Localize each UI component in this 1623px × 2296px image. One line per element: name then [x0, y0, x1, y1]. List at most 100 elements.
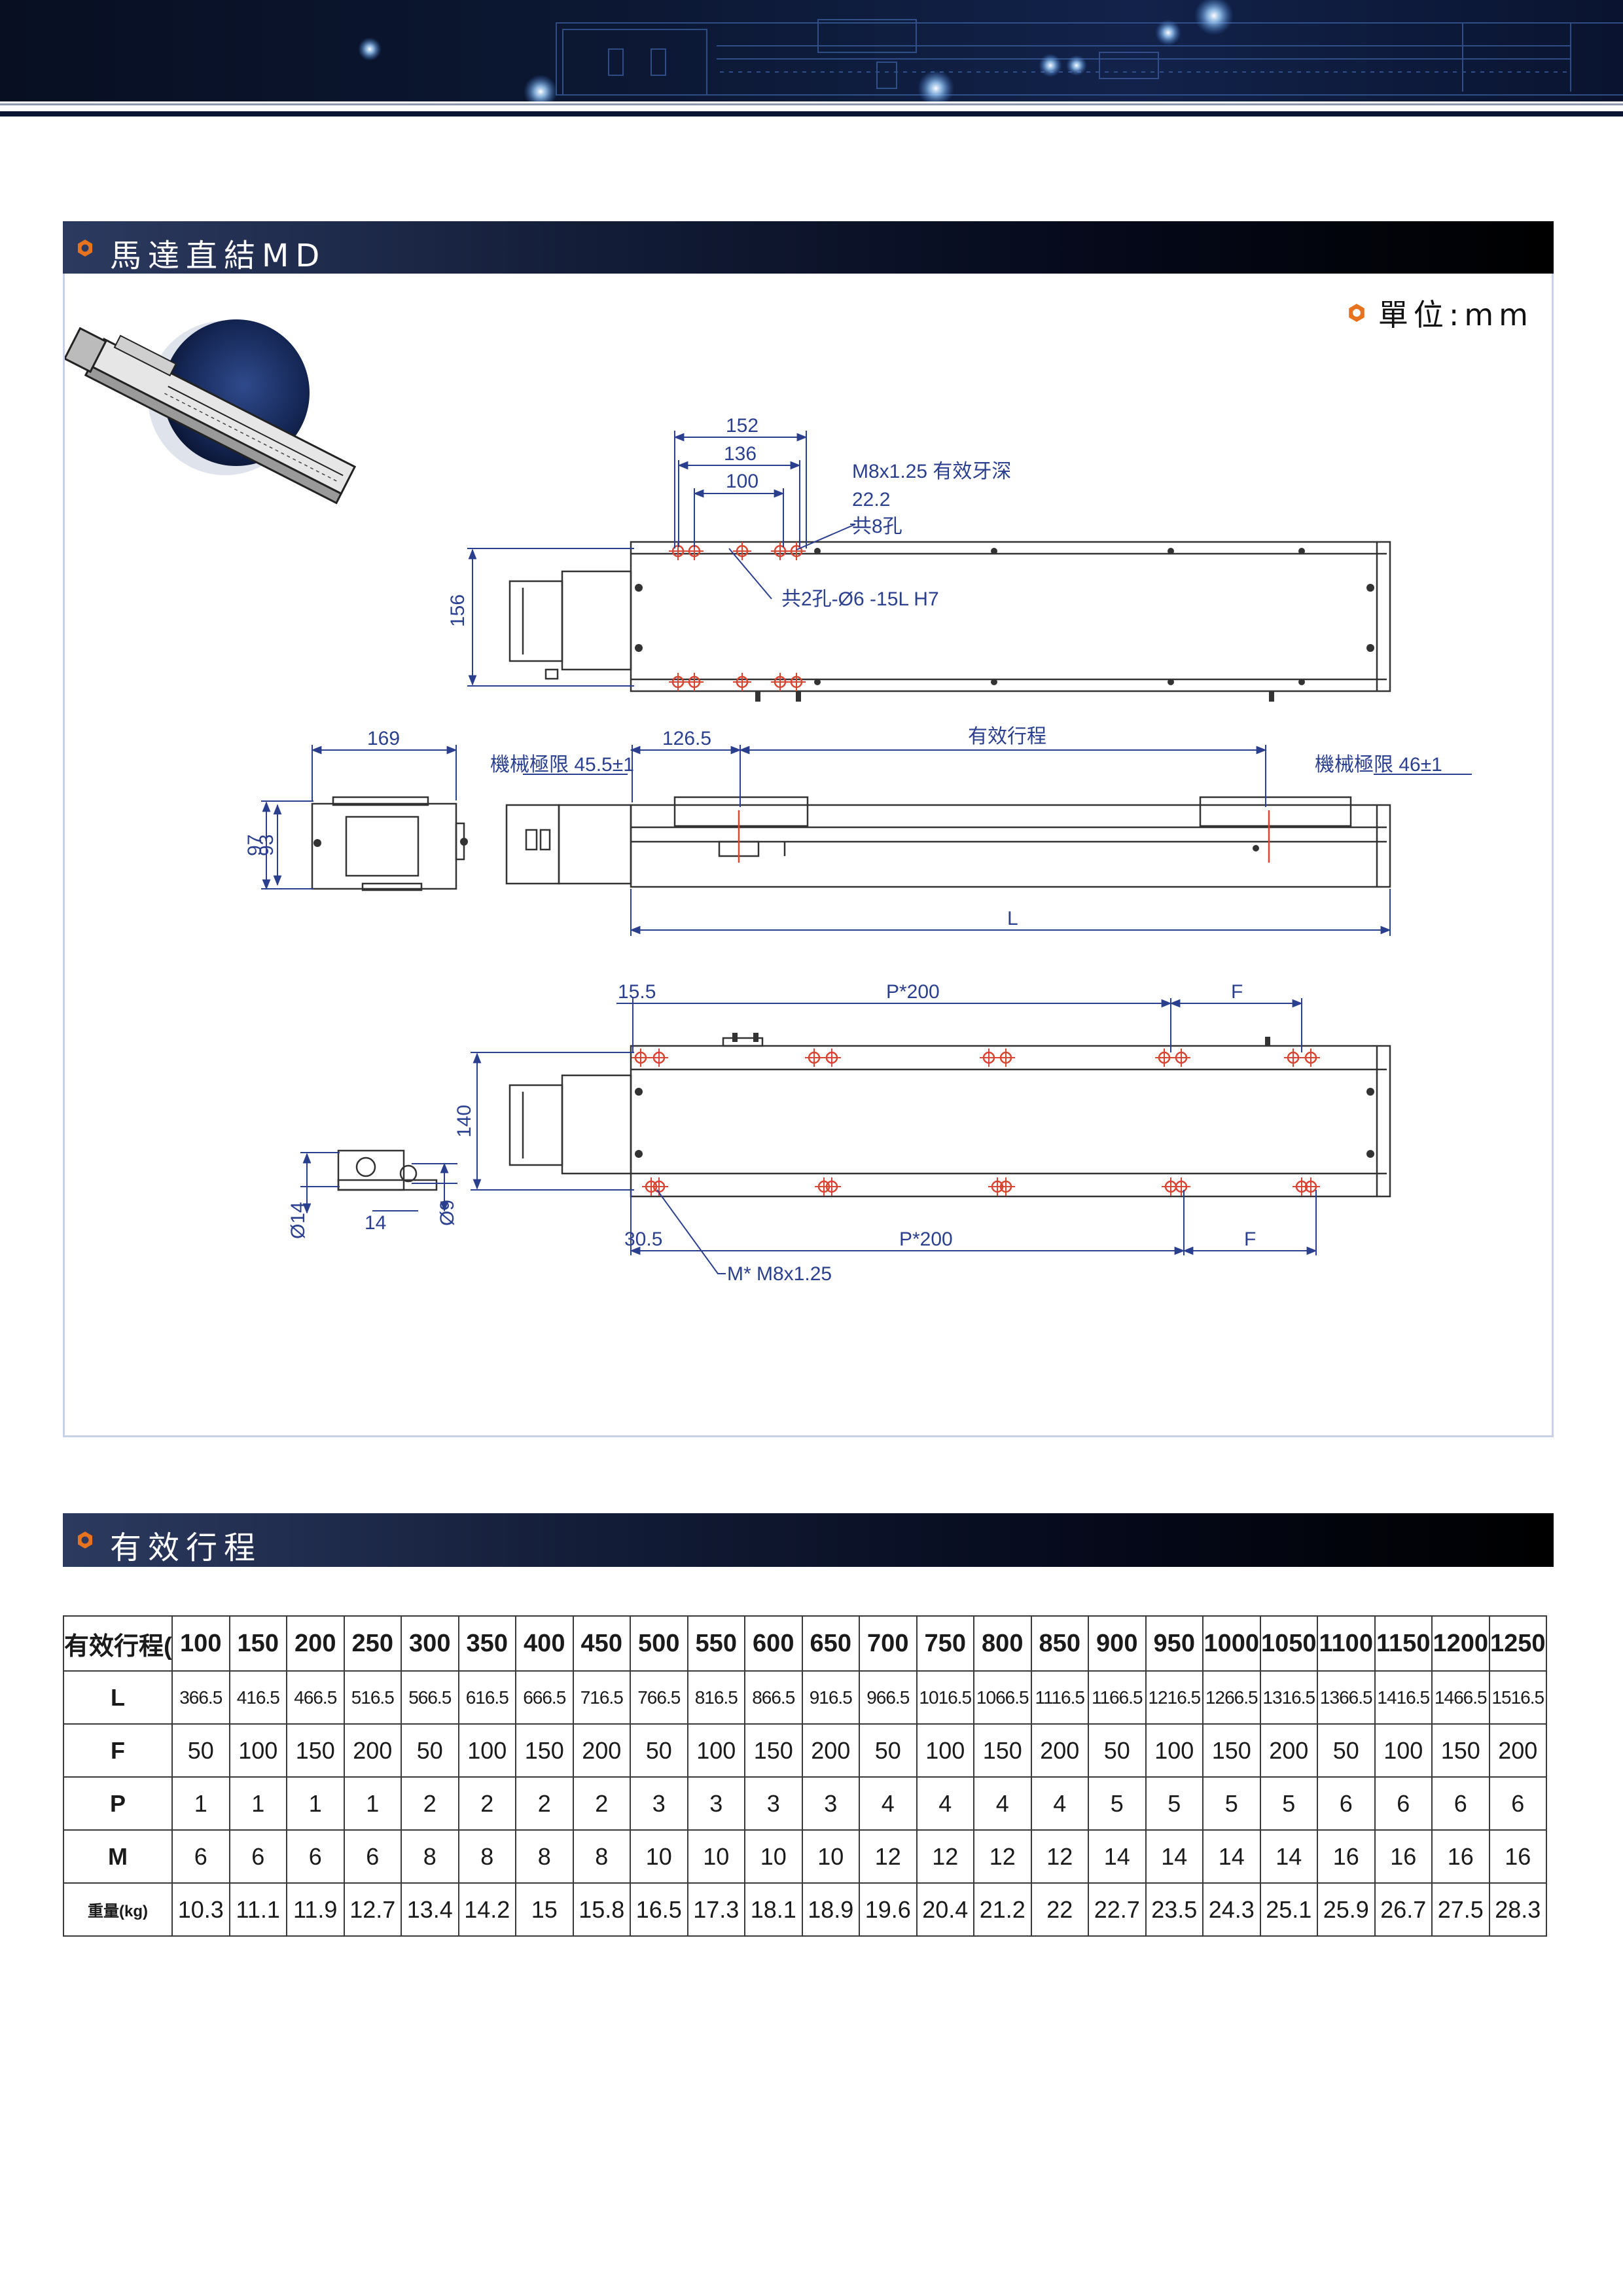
table-cell: 1	[228, 1776, 287, 1831]
table-cell: 12	[973, 1829, 1032, 1884]
banner-divider-light	[0, 103, 1623, 105]
dim-p200-bottom: P*200	[899, 1229, 953, 1250]
table-cell: 6	[171, 1829, 230, 1884]
table-cell: 150	[1202, 1723, 1261, 1778]
dim-14: 14	[365, 1212, 386, 1234]
table-cell: 3	[687, 1776, 745, 1831]
table-cell: 13.4	[401, 1882, 459, 1937]
section-title: 馬達直結MD	[110, 238, 327, 274]
table-header-cell: 600	[744, 1615, 803, 1672]
table-cell: 16.5	[630, 1882, 688, 1937]
table-cell: 12.7	[343, 1882, 402, 1937]
stroke-spec-table: 有效行程(mm)10015020025030035040045050055060…	[63, 1615, 1547, 1937]
table-cell: 16	[1317, 1829, 1376, 1884]
table-cell: 26.7	[1374, 1882, 1433, 1937]
table-cell: 1066.5	[973, 1670, 1032, 1725]
table-cell: 11.9	[286, 1882, 345, 1937]
table-cell: 12	[859, 1829, 918, 1884]
table-cell: 16	[1488, 1829, 1547, 1884]
hex-bullet-icon	[78, 1532, 92, 1549]
table-cell: 2	[515, 1776, 574, 1831]
table-cell: 6	[1317, 1776, 1376, 1831]
table-header-cell: 1200	[1431, 1615, 1490, 1672]
table-cell: 916.5	[801, 1670, 860, 1725]
table-cell: 6	[1431, 1776, 1490, 1831]
table-cell: 666.5	[515, 1670, 574, 1725]
table-cell: 19.6	[859, 1882, 918, 1937]
table-cell: 50	[630, 1723, 688, 1778]
table-header-cell: 1150	[1374, 1615, 1433, 1672]
table-cell: 25.1	[1259, 1882, 1318, 1937]
table-cell: 566.5	[401, 1670, 459, 1725]
table-header-cell: 1050	[1259, 1615, 1318, 1672]
dim-F-bottom: F	[1244, 1229, 1256, 1250]
table-cell: 5	[1145, 1776, 1204, 1831]
table-cell: 150	[744, 1723, 803, 1778]
table-cell: 1	[171, 1776, 230, 1831]
dim-169: 169	[367, 728, 400, 749]
table-cell: 100	[687, 1723, 745, 1778]
table-cell: 1366.5	[1317, 1670, 1376, 1725]
table-cell: 18.1	[744, 1882, 803, 1937]
table-row-label: 重量(kg)	[63, 1882, 173, 1937]
dim-dia-9: Ø9	[437, 1200, 458, 1226]
table-cell: 17.3	[687, 1882, 745, 1937]
table-header-cell: 550	[687, 1615, 745, 1672]
table-header-cell: 1000	[1202, 1615, 1261, 1672]
dim-L: L	[1007, 908, 1018, 929]
table-cell: 1516.5	[1488, 1670, 1547, 1725]
table-cell: 25.9	[1317, 1882, 1376, 1937]
table-header-cell: 650	[801, 1615, 860, 1672]
table-cell: 2	[457, 1776, 516, 1831]
table-header-cell: 200	[286, 1615, 345, 1672]
banner-artwork	[358, 0, 1623, 101]
table-header-cell: 450	[572, 1615, 631, 1672]
table-cell: 10	[744, 1829, 803, 1884]
table-cell: 4	[973, 1776, 1032, 1831]
table-header-cell: 150	[228, 1615, 287, 1672]
dim-152: 152	[726, 415, 758, 437]
section-header-drawing: 馬達直結MD	[63, 221, 1554, 275]
hex-bullet-icon	[1349, 304, 1364, 322]
table-cell: 1216.5	[1145, 1670, 1204, 1725]
table-header-cell: 850	[1030, 1615, 1089, 1672]
table-cell: 100	[457, 1723, 516, 1778]
table-cell: 1	[343, 1776, 402, 1831]
table-cell: 15	[515, 1882, 574, 1937]
table-cell: 50	[1317, 1723, 1376, 1778]
table-header-cell: 950	[1145, 1615, 1204, 1672]
table-cell: 50	[859, 1723, 918, 1778]
table-cell: 100	[1374, 1723, 1433, 1778]
table-cell: 8	[515, 1829, 574, 1884]
table-header-label: 有效行程(mm)	[63, 1615, 173, 1672]
table-cell: 616.5	[457, 1670, 516, 1725]
table-cell: 1016.5	[916, 1670, 974, 1725]
dim-m-thread: M* M8x1.25	[727, 1263, 832, 1285]
table-cell: 16	[1374, 1829, 1433, 1884]
section-header-stroke: 有效行程	[63, 1513, 1554, 1567]
table-cell: 21.2	[973, 1882, 1032, 1937]
dim-depth: 22.2	[852, 489, 890, 511]
table-cell: 10	[630, 1829, 688, 1884]
table-cell: 100	[916, 1723, 974, 1778]
table-cell: 3	[630, 1776, 688, 1831]
table-cell: 150	[515, 1723, 574, 1778]
table-cell: 14	[1202, 1829, 1261, 1884]
table-cell: 24.3	[1202, 1882, 1261, 1937]
table-header-row: 有效行程(mm)10015020025030035040045050055060…	[63, 1615, 1547, 1672]
dim-97: 97	[244, 834, 266, 856]
table-cell: 3	[801, 1776, 860, 1831]
dim-15-5: 15.5	[618, 981, 656, 1003]
table-row-label: L	[63, 1670, 173, 1725]
table-cell: 200	[801, 1723, 860, 1778]
dim-8-holes: 共8孔	[852, 516, 902, 537]
dim-stroke: 有效行程	[968, 726, 1046, 747]
table-cell: 5	[1088, 1776, 1147, 1831]
table-cell: 150	[1431, 1723, 1490, 1778]
table-cell: 716.5	[572, 1670, 631, 1725]
table-cell: 2	[401, 1776, 459, 1831]
table-header-cell: 1250	[1488, 1615, 1547, 1672]
